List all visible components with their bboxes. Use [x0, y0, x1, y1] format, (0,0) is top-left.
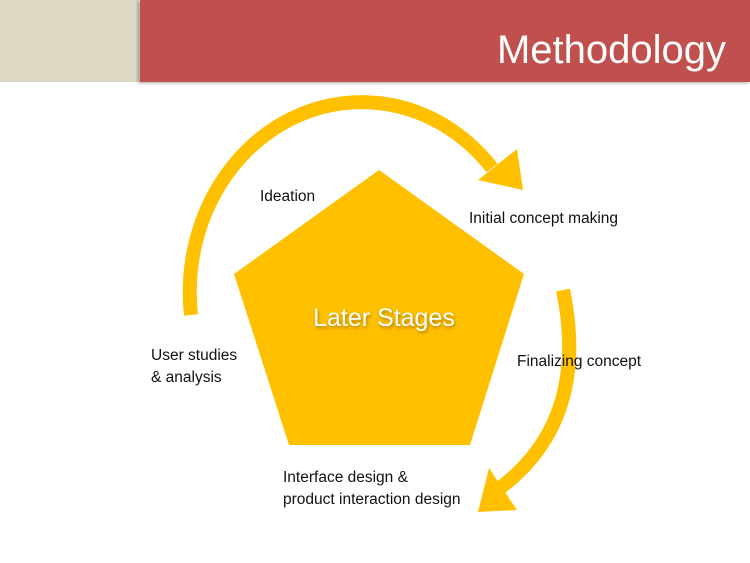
stage-label: & analysis [151, 369, 222, 386]
center-label: Later Stages [313, 304, 455, 332]
slide-title: Methodology [496, 28, 726, 72]
stage-label: User studies [151, 347, 238, 364]
stage-label: Interface design & [283, 469, 408, 486]
stage-interface-design: Interface design & product interaction d… [283, 467, 461, 511]
header-side-block [0, 0, 139, 82]
stage-label: product interaction design [283, 491, 461, 508]
header-bar: Methodology [140, 0, 750, 82]
stage-finalizing-concept: Finalizing concept [517, 353, 642, 370]
stage-initial-concept: Initial concept making [469, 210, 619, 227]
top-arrowhead [478, 149, 523, 190]
stage-ideation: Ideation [260, 188, 316, 205]
right-arc-arrow [495, 288, 577, 494]
top-arc-arrow [182, 95, 498, 316]
bottom-arrowhead [478, 468, 517, 512]
stage-user-studies: User studies & analysis [151, 345, 237, 389]
center-pentagon [234, 170, 524, 445]
